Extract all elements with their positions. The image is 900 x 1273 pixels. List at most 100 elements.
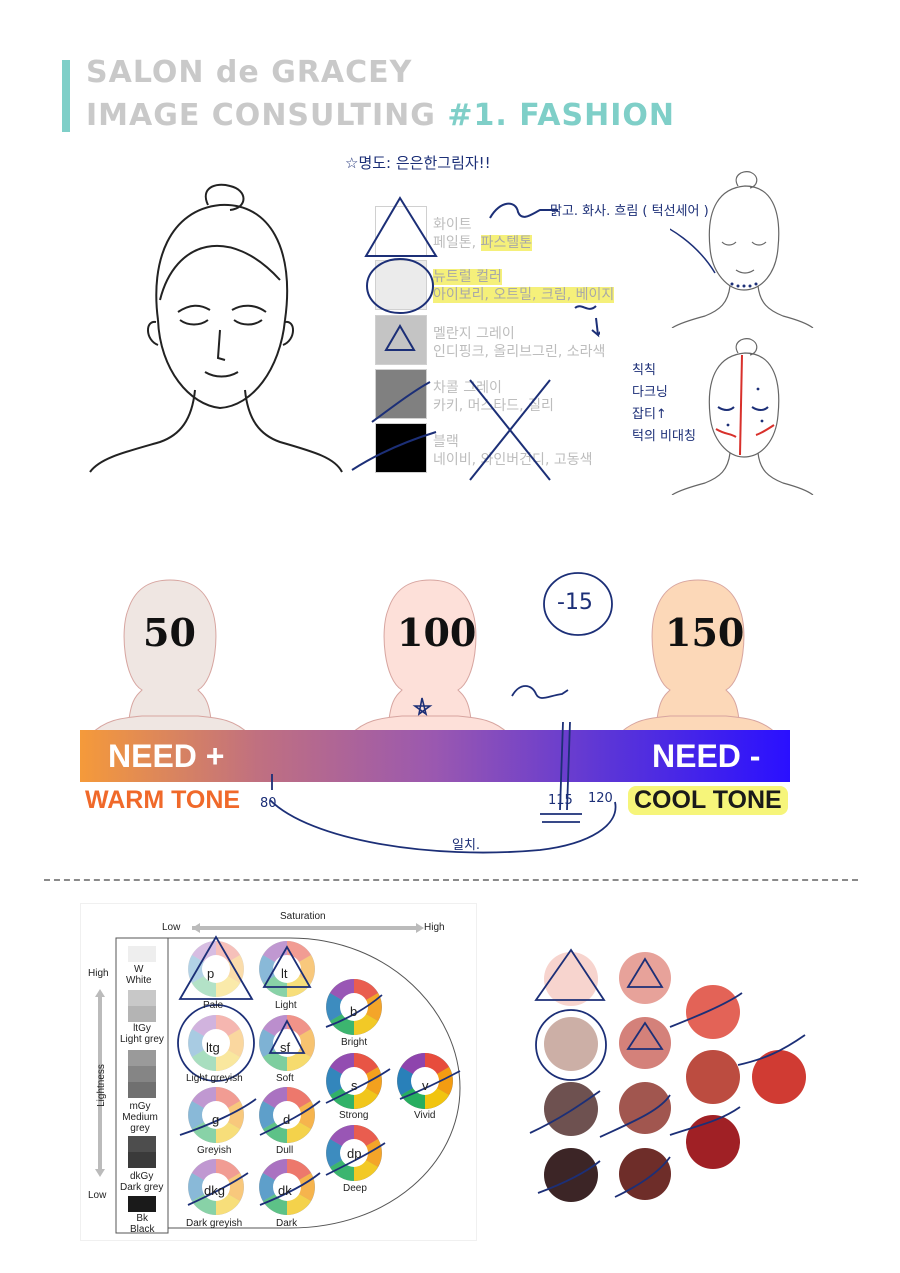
note-blemish: 잡티↑ xyxy=(632,407,667,422)
swatch-examples: 페일톤, 파스텔톤 xyxy=(433,234,533,252)
palette-dot-1 xyxy=(544,952,598,1006)
swatch-text-white: 화이트 페일톤, 파스텔톤 xyxy=(433,216,533,252)
swatch-name: 뉴트럴 컬러 xyxy=(433,269,502,285)
palette-annotations xyxy=(529,948,806,1198)
palette-dot-11 xyxy=(544,1148,598,1202)
swatch-text-black: 블랙 네이비, 와인버건디, 고동색 xyxy=(433,433,592,469)
tone-code-p: p xyxy=(207,966,215,981)
tone-code-g: g xyxy=(212,1112,220,1127)
swatch-charcoal-grey xyxy=(375,369,427,419)
tone-code-lt: lt xyxy=(281,966,288,981)
minus-15-text: -15 xyxy=(557,590,593,615)
palette-dot-10 xyxy=(686,1115,740,1169)
tone-label-light: Light xyxy=(275,1000,297,1011)
head-value-150: 150 xyxy=(665,610,745,655)
tone-code-dkg: dkg xyxy=(204,1183,225,1198)
swatch-examples: 인디핑크, 올리브그린, 소라색 xyxy=(433,344,606,360)
gray-swatch-white xyxy=(128,946,156,962)
lightness-handwritten-note: ☆명도: 은은한그림자!! xyxy=(345,154,491,172)
bar-annotations xyxy=(269,721,617,854)
saturation-label: Saturation xyxy=(280,911,326,922)
tone-label-soft: Soft xyxy=(276,1073,294,1084)
swatch-name: 화이트 xyxy=(433,217,472,233)
tone-code-sf: sf xyxy=(280,1040,291,1055)
handwritten-match: 일치. xyxy=(452,838,481,853)
arrow-squiggle xyxy=(489,202,558,219)
handwritten-note-bright: 맑고. 화사. 흐림 ( 턱선세어 ) xyxy=(550,204,709,219)
face-illustration xyxy=(89,183,343,473)
saturation-high: High xyxy=(424,922,445,933)
palette-dot-5 xyxy=(619,1017,671,1069)
swatch-text-neutral: 뉴트럴 컬러 아이보리, 오트밀, 크림, 베이지 xyxy=(433,268,615,304)
title-line-2-text: IMAGE CONSULTING xyxy=(86,98,436,133)
tone-chart-frame xyxy=(95,923,461,1234)
tone-code-v: v xyxy=(422,1078,429,1093)
swatch-examples: 네이비, 와인버건디, 고동색 xyxy=(433,452,593,468)
palette-dot-9 xyxy=(619,1082,671,1134)
gray-swatch-light-1 xyxy=(128,990,156,1006)
swatch-text-melange: 멜란지 그레이 인디핑크, 올리브그린, 소라색 xyxy=(433,325,605,361)
title-accent-text: #1. FASHION xyxy=(447,98,675,133)
tone-gradient-bar xyxy=(80,730,790,782)
tone-label-bright: Bright xyxy=(341,1037,368,1048)
note-darkening: 다크닝 xyxy=(632,385,668,400)
gray-swatch-medium-1 xyxy=(128,1050,156,1066)
tone-code-d: d xyxy=(283,1112,291,1127)
tone-wheels xyxy=(177,935,461,1215)
swatch-annotations xyxy=(351,196,600,481)
need-minus-label: NEED - xyxy=(652,738,761,774)
swatch-name: 블랙 xyxy=(433,434,459,450)
title-line-2: IMAGE CONSULTING #1. FASHION xyxy=(86,98,675,133)
small-face-top xyxy=(670,171,814,328)
tone-label-dull: Dull xyxy=(276,1145,294,1156)
head-value-50: 50 xyxy=(143,610,196,655)
lightness-low: Low xyxy=(88,1190,107,1201)
swatch-examples-highlight: 파스텔톤 xyxy=(480,235,533,251)
palette-dot-6 xyxy=(686,1050,740,1104)
swatch-examples-plain: 페일톤, xyxy=(433,235,481,251)
swatch-text-charcoal: 차콜 그레이 카키, 머스타드, 질리 xyxy=(433,379,554,415)
head-value-100: 100 xyxy=(397,610,477,655)
note-dull: 칙칙 xyxy=(632,363,656,378)
swatch-examples: 카키, 머스타드, 질리 xyxy=(433,398,554,414)
minus-15-circle xyxy=(543,572,613,636)
tone-code-s: s xyxy=(351,1078,358,1093)
tone-label-light-greyish: Light greyish xyxy=(186,1073,243,1084)
need-plus-label: NEED + xyxy=(108,738,225,774)
tone-code-ltg: ltg xyxy=(206,1040,220,1055)
note-asymmetry: 턱의 비대칭 xyxy=(632,429,696,444)
tone-label-pale: Pale xyxy=(203,1000,224,1011)
warm-tone-label: WARM TONE xyxy=(85,786,241,814)
title-accent-bar xyxy=(62,60,70,132)
handwritten-115: 115 xyxy=(548,793,573,808)
gray-swatch-dark-1 xyxy=(128,1136,156,1152)
tone-code-b: b xyxy=(350,1004,358,1019)
gray-swatch-medium-3 xyxy=(128,1082,156,1098)
tone-label-greyish: Greyish xyxy=(197,1145,232,1156)
swatch-neutral xyxy=(375,260,427,310)
palette-dot-8 xyxy=(544,1082,598,1136)
cool-tone-label: COOL TONE xyxy=(628,786,788,815)
gray-swatch-medium-2 xyxy=(128,1066,156,1082)
swatch-examples-highlight: 아이보리, 오트밀, 크림, 베이지 xyxy=(433,287,615,303)
tone-code-dp: dp xyxy=(347,1146,362,1161)
tone-code-dk: dk xyxy=(278,1183,292,1198)
gray-swatch-light-2 xyxy=(128,1006,156,1022)
saturation-low: Low xyxy=(162,922,181,933)
tone-label-dark: Dark xyxy=(276,1218,298,1229)
handwritten-80: 80 xyxy=(260,796,277,811)
handwritten-note-dull: 칙칙 다크닝 잡티↑ 턱의 비대칭 xyxy=(632,360,696,448)
title-line-1: SALON de GRACEY xyxy=(86,55,413,90)
section-divider xyxy=(44,879,858,881)
tone-label-dark-greyish: Dark greyish xyxy=(186,1218,243,1229)
swatch-white xyxy=(375,206,427,256)
tone-label-deep: Deep xyxy=(343,1183,367,1194)
tone-label-strong: Strong xyxy=(339,1110,369,1121)
gray-swatch-dark-2 xyxy=(128,1152,156,1168)
gray-swatch-black xyxy=(128,1196,156,1212)
